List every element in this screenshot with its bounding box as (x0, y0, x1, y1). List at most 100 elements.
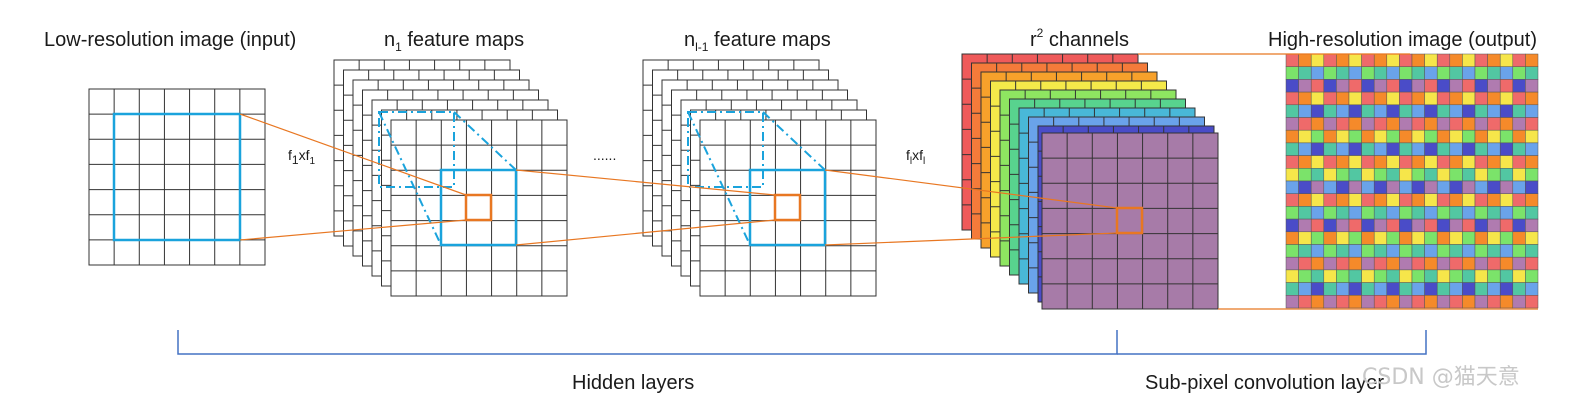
output-pixel (1285, 180, 1299, 194)
output-pixel (1310, 155, 1325, 169)
output-pixel (1411, 155, 1425, 169)
output-pixel (1487, 66, 1501, 80)
output-pixel (1411, 79, 1425, 93)
output-pixel (1487, 218, 1501, 233)
output-pixel (1298, 282, 1312, 296)
output-pixel (1474, 244, 1488, 258)
output-pixel (1373, 104, 1388, 118)
output-pixel (1399, 155, 1413, 169)
output-pixel (1525, 155, 1539, 169)
output-pixel (1361, 244, 1375, 258)
output-pixel (1411, 168, 1425, 182)
output-pixel (1499, 129, 1514, 144)
input-patch-box (112, 112, 242, 242)
output-pixel (1323, 91, 1337, 106)
output-pixel (1449, 66, 1463, 80)
output-pixel (1336, 218, 1350, 233)
output-pixel (1525, 218, 1539, 233)
output-pixel (1449, 206, 1463, 220)
output-pixel (1462, 66, 1476, 80)
output-pixel (1512, 91, 1526, 106)
output-pixel (1361, 218, 1375, 233)
output-pixel (1336, 104, 1350, 118)
output-pixel (1348, 295, 1362, 309)
output-pixel (1298, 269, 1312, 283)
output-pixel (1310, 193, 1325, 207)
output-pixel (1348, 218, 1362, 233)
output-pixel (1310, 282, 1325, 296)
output-pixel (1298, 244, 1312, 258)
output-pixel (1386, 231, 1400, 245)
output-pixel (1361, 66, 1375, 80)
output-pixel (1285, 218, 1299, 233)
output-pixel (1323, 244, 1337, 258)
output-pixel (1399, 79, 1413, 93)
output-pixel (1449, 244, 1463, 258)
output-pixel (1361, 117, 1375, 131)
output-pixel (1436, 79, 1451, 93)
output-pixel (1310, 218, 1325, 233)
output-pixel (1373, 155, 1388, 169)
output-pixel (1361, 231, 1375, 245)
output-pixel (1298, 180, 1312, 194)
output-pixel (1462, 142, 1476, 156)
output-pixel (1298, 193, 1312, 207)
output-pixel (1399, 206, 1413, 220)
output-pixel (1436, 91, 1451, 106)
output-pixel (1449, 129, 1463, 144)
output-pixel (1487, 155, 1501, 169)
output-pixel (1499, 231, 1514, 245)
output-pixel (1499, 53, 1514, 67)
output-pixel (1474, 218, 1488, 233)
output-pixel (1462, 155, 1476, 169)
output-pixel (1512, 269, 1526, 283)
output-pixel (1512, 282, 1526, 296)
output-pixel (1424, 295, 1438, 309)
nl-dashed-diag-right (762, 111, 826, 171)
output-pixel (1512, 142, 1526, 156)
output-pixel (1436, 155, 1451, 169)
output-pixel (1424, 256, 1438, 271)
output-pixel (1348, 129, 1362, 144)
output-pixel (1424, 193, 1438, 207)
output-pixel (1298, 104, 1312, 118)
output-pixel (1462, 206, 1476, 220)
output-pixel (1525, 79, 1539, 93)
link-n1-top (515, 169, 776, 196)
output-pixel (1499, 256, 1514, 271)
output-pixel (1474, 104, 1488, 118)
output-pixel (1487, 129, 1501, 144)
output-pixel (1399, 142, 1413, 156)
output-pixel (1310, 53, 1325, 67)
output-pixel (1487, 282, 1501, 296)
output-pixel (1424, 206, 1438, 220)
output-pixel (1323, 129, 1337, 144)
output-pixel (1399, 53, 1413, 67)
output-pixel (1525, 282, 1539, 296)
output-pixel (1361, 79, 1375, 93)
output-pixel (1361, 53, 1375, 67)
output-pixel (1411, 129, 1425, 144)
output-pixel (1323, 79, 1337, 93)
output-pixel (1449, 231, 1463, 245)
output-pixel (1411, 53, 1425, 67)
output-pixel (1310, 180, 1325, 194)
output-pixel (1285, 168, 1299, 182)
output-pixel (1399, 295, 1413, 309)
output-pixel (1487, 206, 1501, 220)
output-pixel (1336, 155, 1350, 169)
output-pixel (1373, 256, 1388, 271)
output-pixel (1310, 269, 1325, 283)
output-pixel (1361, 129, 1375, 144)
output-pixel (1424, 269, 1438, 283)
output-pixel (1424, 117, 1438, 131)
output-pixel (1361, 269, 1375, 283)
output-pixel (1512, 206, 1526, 220)
output-pixel (1411, 295, 1425, 309)
output-pixel (1424, 91, 1438, 106)
output-pixel (1285, 79, 1299, 93)
ellipsis-label: ...... (593, 147, 616, 163)
output-pixel (1462, 295, 1476, 309)
output-pixel (1487, 168, 1501, 182)
output-pixel (1411, 117, 1425, 131)
